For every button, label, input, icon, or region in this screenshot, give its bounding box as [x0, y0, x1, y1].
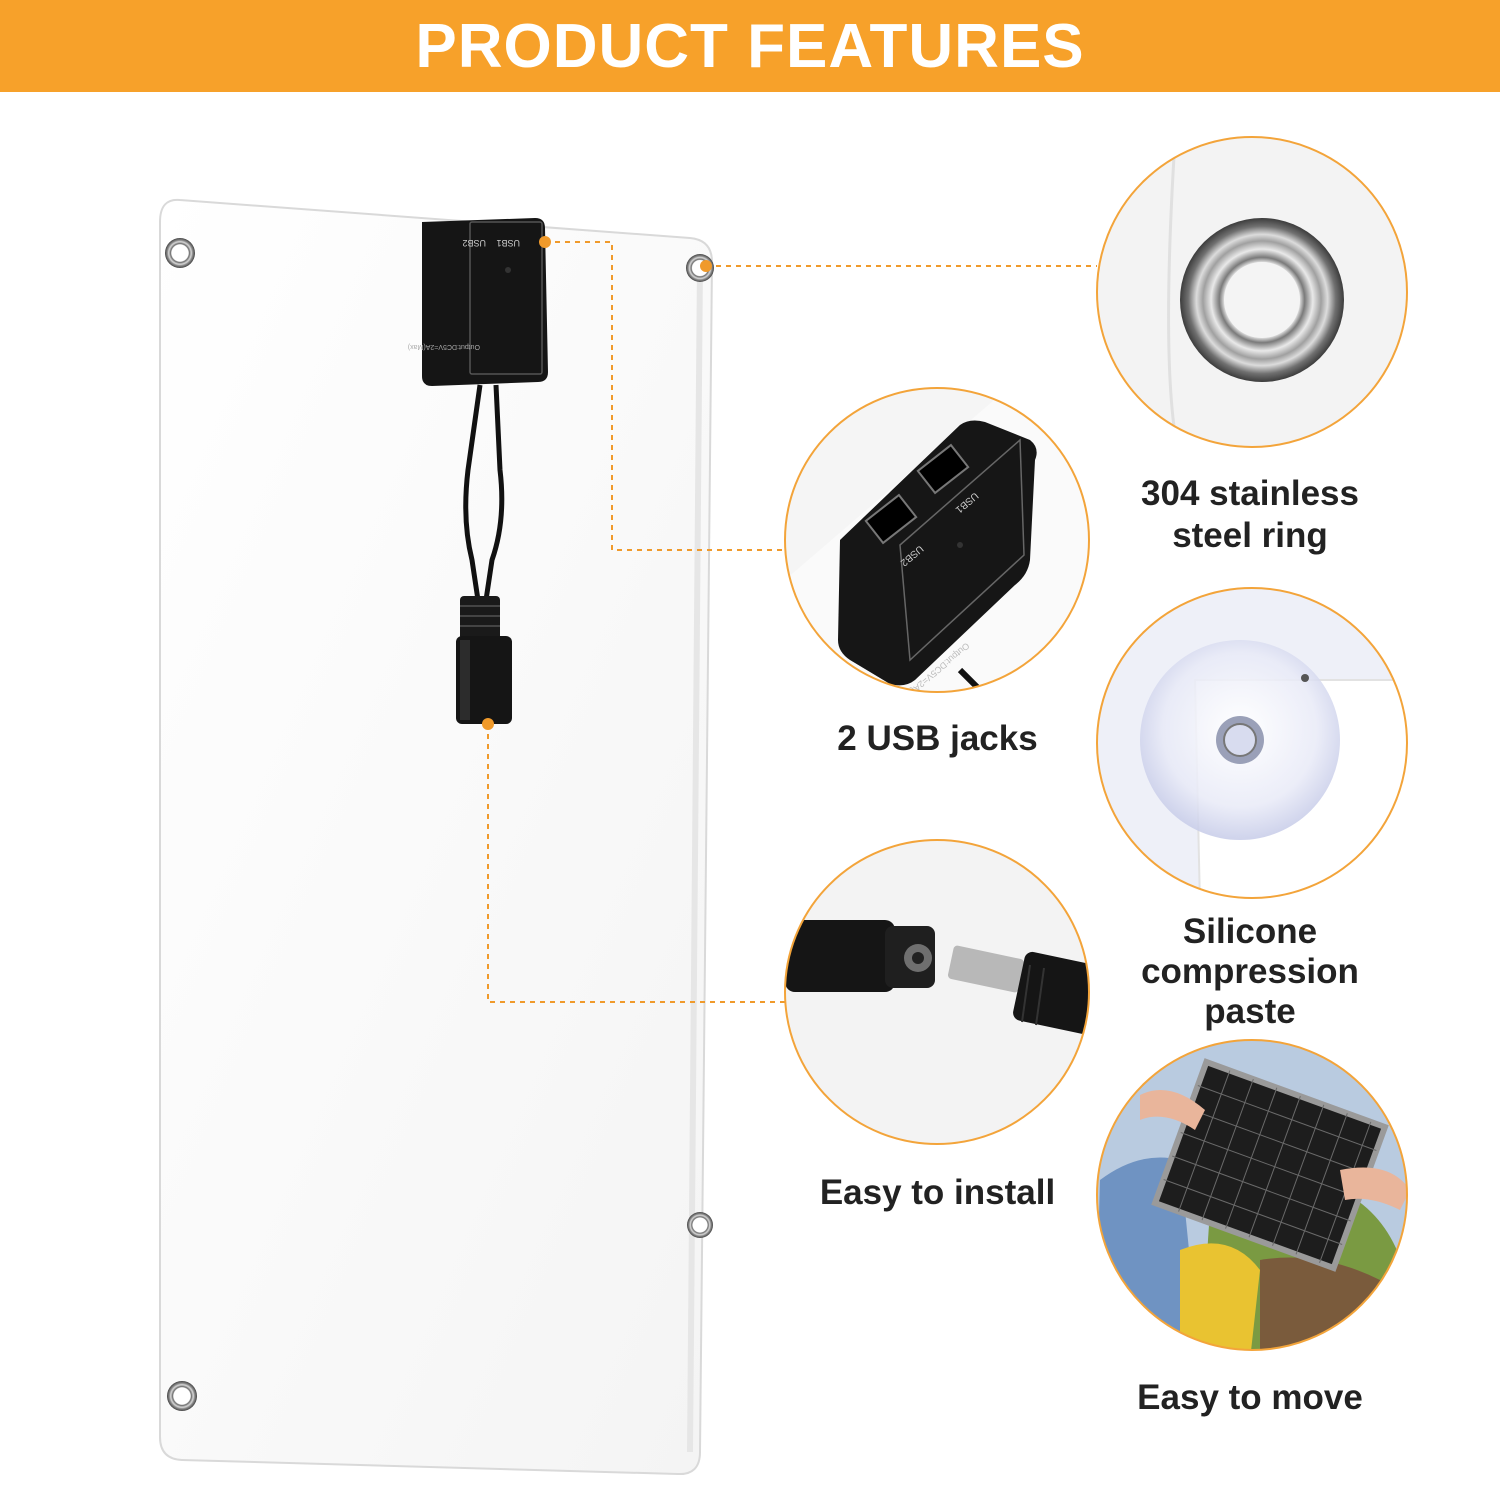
suction-cup-icon — [1096, 587, 1408, 899]
feature-label-silicone: Silicone compression paste — [1141, 912, 1359, 1031]
feature-label-steel-ring: 304 stainless steel ring — [1141, 474, 1359, 555]
grommet-icon — [687, 1212, 713, 1238]
title-banner: PRODUCT FEATURES — [0, 0, 1500, 92]
feature-label-easy-install: Easy to install — [819, 1173, 1056, 1212]
dc-connector-icon — [784, 839, 1090, 1145]
port-label: USB2 — [462, 238, 486, 248]
usb-jacks-icon: USB1 USB2 Output:DC5V=2A(Max) — [784, 387, 1090, 693]
page-title: PRODUCT FEATURES — [415, 11, 1085, 81]
solar-panel-back — [159, 198, 714, 1476]
grommet-icon — [167, 1381, 197, 1411]
dc-cable — [456, 384, 512, 724]
leader-lines — [487, 241, 1097, 1003]
grommet-icon — [165, 238, 195, 268]
junction-box: USB2 USB1 Output:DC5V=2A(Max) — [408, 218, 548, 386]
leader-dots — [482, 236, 712, 730]
steel-ring-icon — [1096, 136, 1408, 448]
output-text: Output:DC5V=2A(Max) — [408, 343, 480, 350]
backpack-icon — [1096, 1039, 1408, 1351]
feature-label-easy-move: Easy to move — [1137, 1378, 1363, 1417]
feature-label-usb-jacks: 2 USB jacks — [837, 719, 1038, 758]
port-label: USB1 — [496, 238, 520, 248]
